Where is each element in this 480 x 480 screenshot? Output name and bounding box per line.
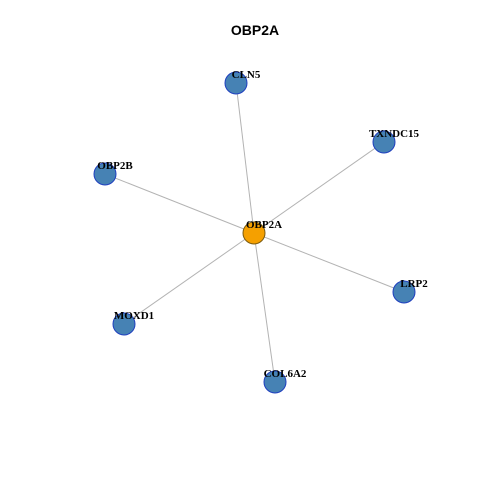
- edge-obp2a-lrp2: [253, 232, 405, 293]
- node-lrp2[interactable]: [392, 280, 416, 304]
- graph-title: OBP2A: [231, 22, 279, 38]
- node-txndc15[interactable]: [372, 130, 396, 154]
- edges-layer: [104, 82, 405, 383]
- nodes-layer: [93, 71, 416, 394]
- node-label-moxd1: MOXD1: [114, 310, 154, 322]
- edge-obp2a-cln5: [235, 82, 255, 234]
- node-label-txndc15: TXNDC15: [369, 128, 420, 140]
- node-label-obp2a: OBP2A: [246, 219, 282, 231]
- edge-obp2a-obp2b: [104, 173, 255, 234]
- node-label-lrp2: LRP2: [400, 278, 428, 290]
- edge-obp2a-col6a2: [253, 232, 276, 383]
- node-obp2a[interactable]: [242, 221, 266, 245]
- edge-obp2a-txndc15: [253, 141, 385, 234]
- node-cln5[interactable]: [224, 71, 248, 95]
- node-col6a2[interactable]: [263, 370, 287, 394]
- edge-obp2a-moxd1: [123, 232, 255, 325]
- node-label-cln5: CLN5: [232, 69, 261, 81]
- node-moxd1[interactable]: [112, 312, 136, 336]
- node-obp2b[interactable]: [93, 162, 117, 186]
- node-label-obp2b: OBP2B: [97, 160, 133, 172]
- node-label-col6a2: COL6A2: [264, 368, 307, 380]
